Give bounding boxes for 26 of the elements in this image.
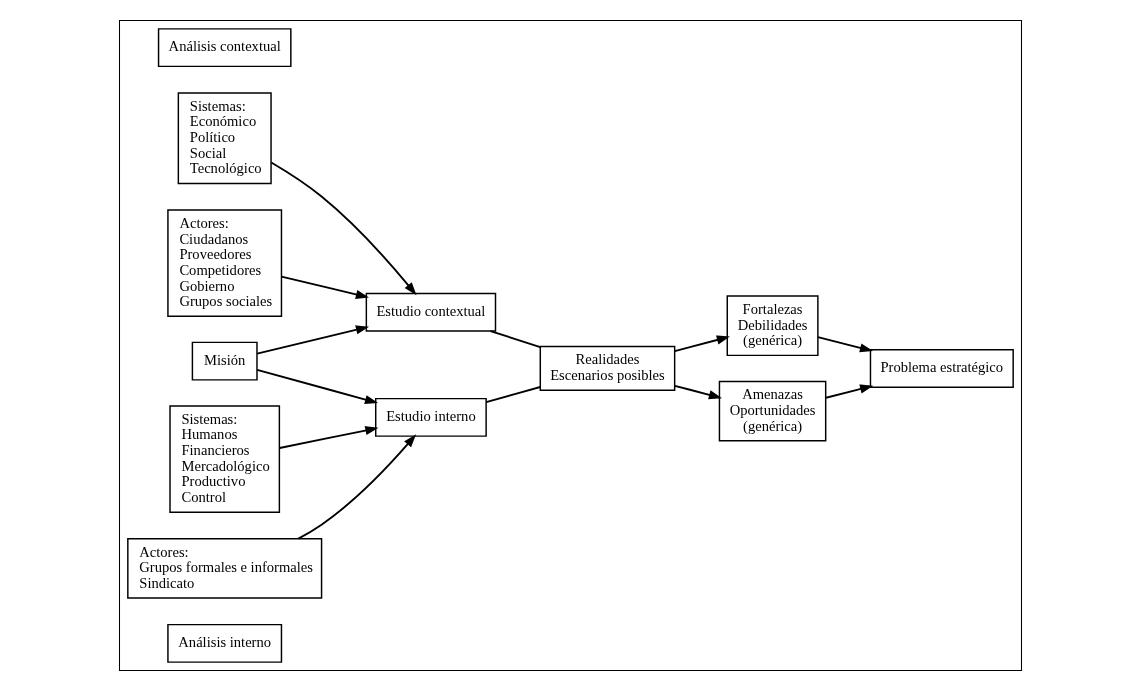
node-box: Realidades Escenarios posibles [539, 345, 676, 392]
node-box: Sistemas: Económico Político Social Tecnológico [177, 92, 272, 185]
arrow [270, 161, 417, 296]
arrow [278, 426, 379, 449]
node-box: Misión [191, 341, 258, 381]
arrow [297, 434, 417, 540]
connector [485, 386, 542, 404]
node-box: Problema estratégico [869, 348, 1014, 388]
node-box: Sistemas: Humanos Financieros Mercadológico Productivo Control [169, 405, 281, 513]
arrow [817, 336, 874, 353]
node-box: Actores: Ciudadanos Proveedores Competidores Gobierno Grupos sociales [167, 209, 283, 318]
node-box: Amenazas Oportunidades (genérica) [718, 380, 827, 442]
connector [489, 330, 542, 348]
node-box: Análisis contextual [157, 28, 292, 68]
arrow [256, 325, 370, 355]
arrow [256, 368, 379, 405]
node-box: Estudio interno [375, 397, 487, 437]
arrow [673, 384, 723, 400]
node-box: Análisis interno [167, 623, 283, 663]
arrow [673, 335, 730, 352]
arrow [280, 275, 369, 299]
node-box: Estudio contextual [365, 292, 497, 332]
node-box: Actores: Grupos formales e informales Sindicato [127, 538, 323, 599]
cluster [119, 20, 1022, 671]
arrow [825, 384, 874, 399]
node-box: Fortalezas Debilidades (genérica) [726, 295, 819, 357]
